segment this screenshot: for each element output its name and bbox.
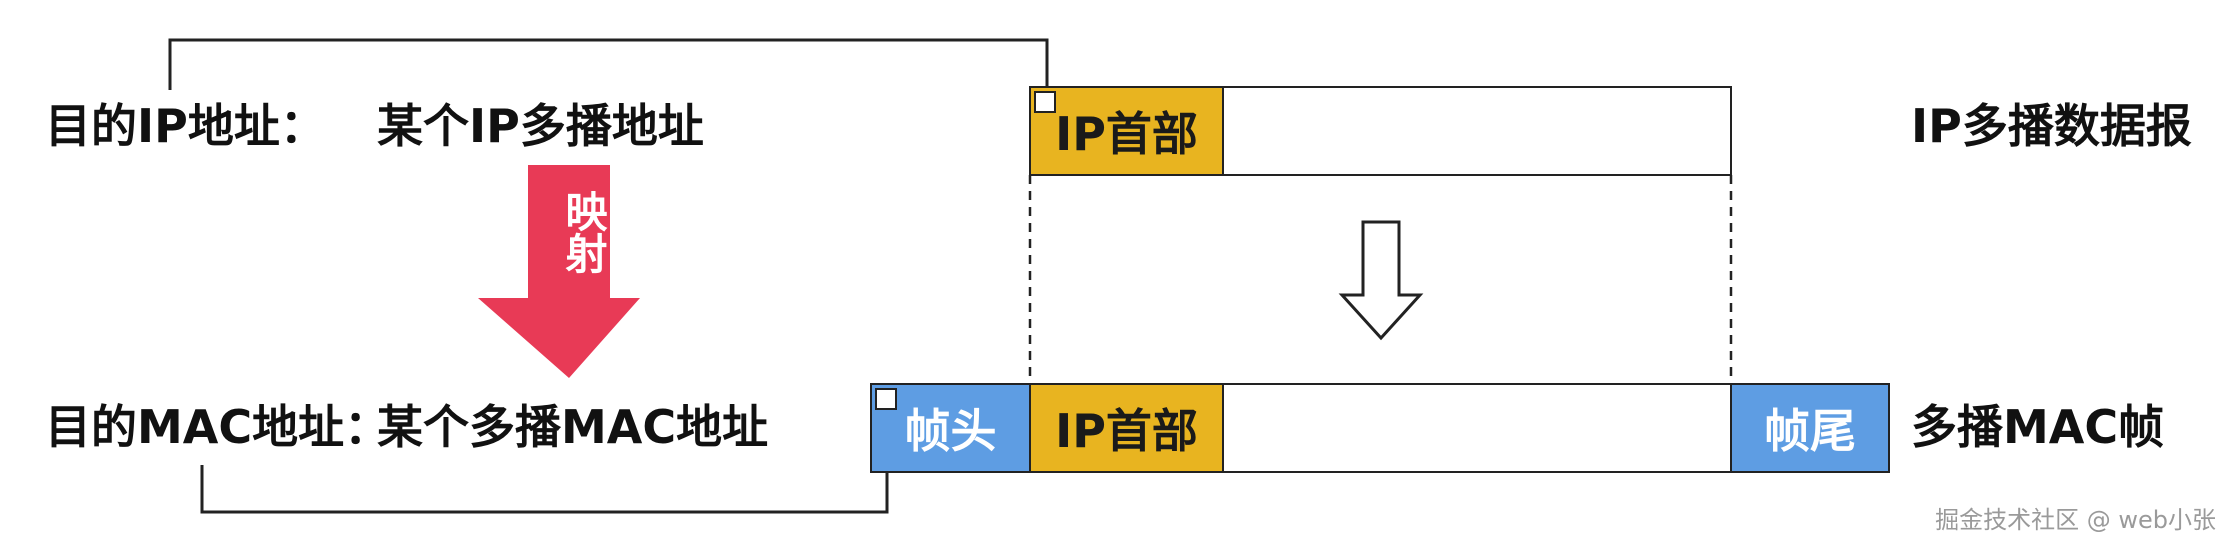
mac-frame-label: 多播MAC帧 <box>1911 400 2165 454</box>
mapping-label: 映射 <box>559 190 608 274</box>
ip-datagram-label: IP多播数据报 <box>1911 99 2192 153</box>
ip-multicast-address: 某个IP多播地址 <box>377 99 704 153</box>
ip-data-block <box>1222 86 1732 176</box>
frame-header-marker <box>875 388 897 410</box>
ip-header-marker <box>1034 91 1056 113</box>
frame-trailer-block: 帧尾 <box>1730 383 1890 473</box>
watermark: 掘金技术社区 @ web小张 <box>1935 506 2216 534</box>
ip-header-block: IP首部 <box>1029 86 1224 176</box>
ip-connector-line <box>168 38 1049 90</box>
mapping-arrow <box>478 165 640 378</box>
mac-multicast-address: 某个多播MAC地址 <box>377 400 769 454</box>
hollow-down-arrow <box>1338 220 1424 341</box>
dest-ip-label: 目的IP地址： <box>45 99 326 153</box>
frame-ip-header-block: IP首部 <box>1029 383 1224 473</box>
frame-data-block <box>1222 383 1732 473</box>
dest-mac-label: 目的MAC地址： <box>45 400 391 454</box>
